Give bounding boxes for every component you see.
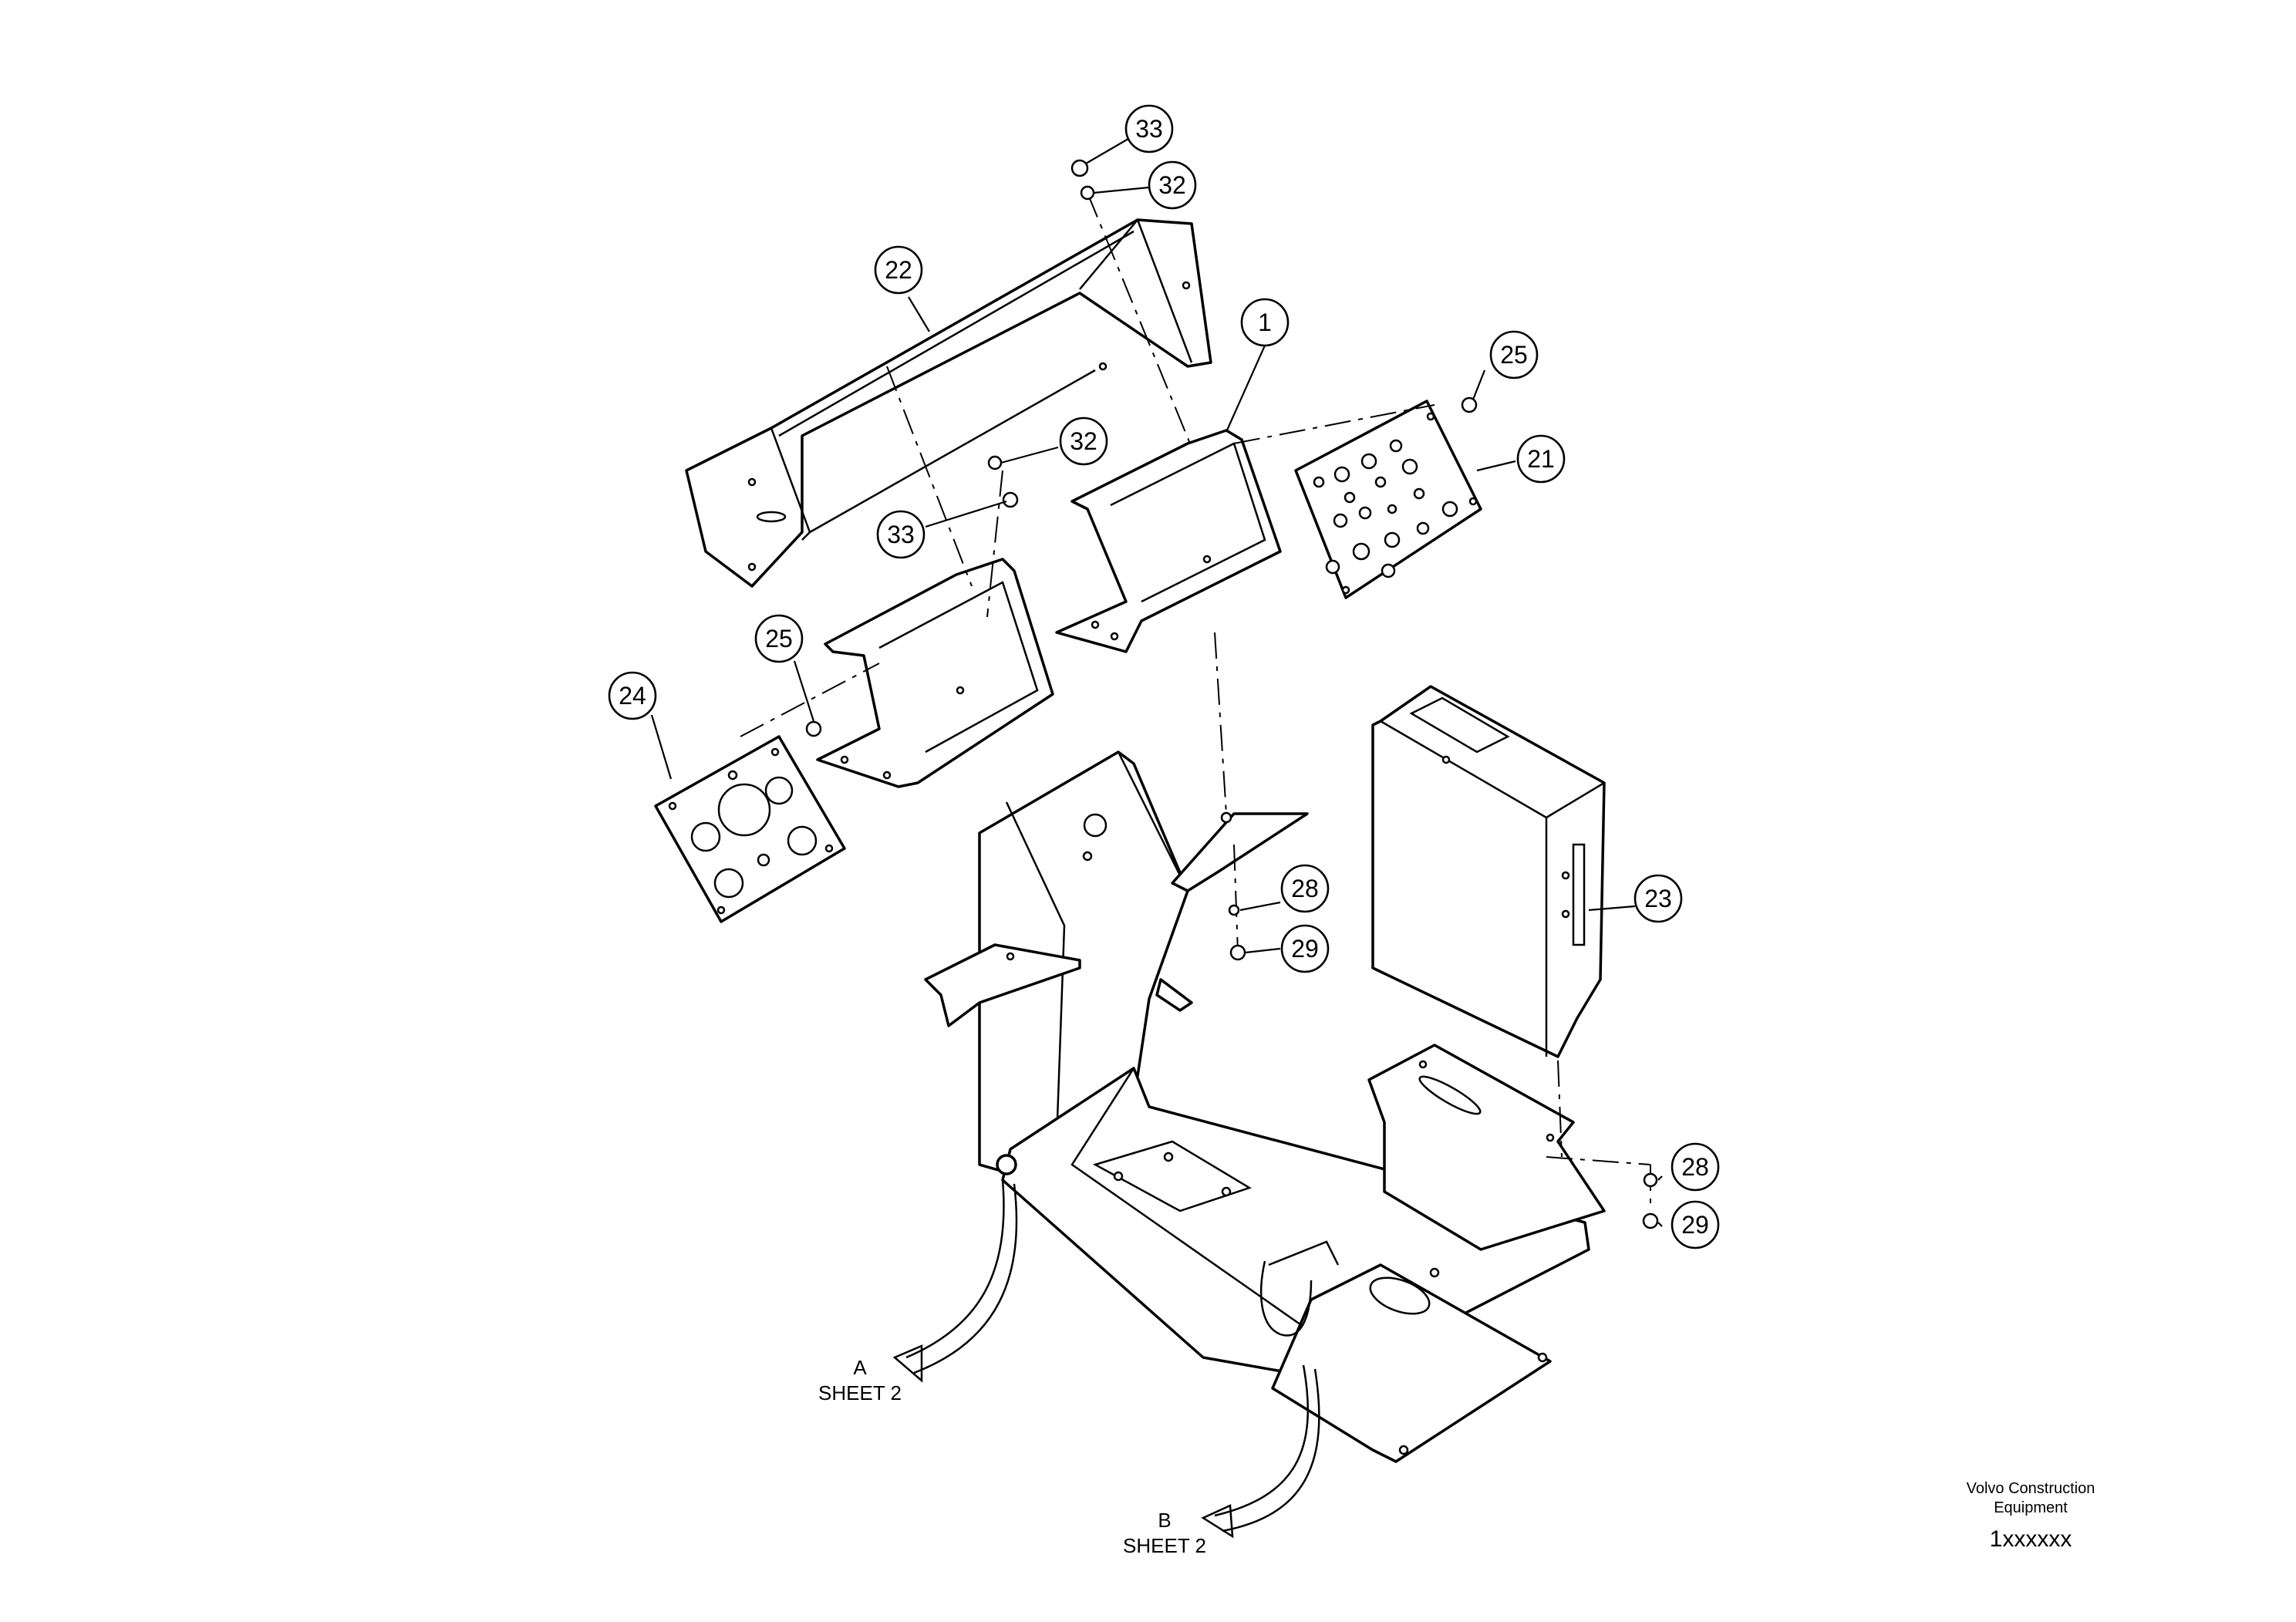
balloon-23: 23	[1633, 874, 1683, 923]
sheet-ref-b-letter: B	[1158, 1509, 1171, 1532]
nut-25-left	[805, 720, 822, 737]
balloon-25-right: 25	[1489, 330, 1539, 379]
svg-text:24: 24	[619, 682, 646, 710]
left-bracket	[816, 558, 1054, 788]
balloon-33-mid: 33	[876, 510, 925, 559]
title-block: Volvo Construction Equipment 1xxxxxx	[1967, 1480, 2095, 1552]
base-frame	[924, 750, 1606, 1463]
balloon-29-right: 29	[1671, 1200, 1720, 1249]
nut-25-right	[1461, 396, 1478, 413]
slot-hole	[756, 511, 787, 523]
part-24-left-panel	[654, 735, 846, 923]
company-name-line1: Volvo Construction	[1967, 1480, 2095, 1497]
balloon-25-left: 25	[754, 614, 804, 663]
screw-29-mid	[1229, 944, 1246, 961]
svg-text:29: 29	[1291, 935, 1319, 963]
screw-33-top	[1070, 159, 1089, 177]
balloon-28-mid: 28	[1280, 864, 1330, 913]
svg-text:1: 1	[1258, 309, 1272, 336]
sheet-ref-b-text: SHEET 2	[1123, 1534, 1206, 1557]
svg-text:28: 28	[1681, 1153, 1709, 1181]
part-21-right-panel	[1294, 400, 1482, 599]
balloon-21: 21	[1516, 434, 1566, 484]
balloon-29-mid: 29	[1280, 924, 1330, 973]
svg-text:25: 25	[1500, 341, 1528, 369]
part-1-right-bracket	[1055, 429, 1282, 653]
sheet-ref-a-letter: A	[853, 1356, 867, 1379]
part-22-upper-housing	[685, 218, 1212, 588]
svg-text:32: 32	[1070, 427, 1097, 455]
balloon-22: 22	[874, 245, 923, 295]
svg-text:21: 21	[1527, 445, 1555, 473]
washer-32-top	[1080, 185, 1095, 201]
svg-text:28: 28	[1291, 875, 1319, 902]
sheet-ref-arrow-b	[1201, 1364, 1320, 1539]
part-23-cabinet	[1371, 685, 1606, 1058]
svg-text:33: 33	[1135, 115, 1163, 143]
svg-text:32: 32	[1158, 171, 1186, 199]
company-name-line2: Equipment	[1994, 1499, 2068, 1516]
washer-28-right	[1643, 1172, 1658, 1188]
washer-28-mid	[1228, 904, 1240, 916]
svg-text:29: 29	[1681, 1211, 1709, 1239]
sheet-ref-a-text: SHEET 2	[818, 1381, 902, 1404]
balloon-28-right: 28	[1671, 1142, 1720, 1192]
sheet-ref-arrow-a	[892, 1179, 1018, 1383]
balloon-1: 1	[1240, 298, 1290, 347]
svg-text:23: 23	[1644, 885, 1672, 912]
balloon-33-top: 33	[1124, 104, 1174, 153]
panel-24-gauge-holes	[668, 747, 834, 915]
washer-32-mid	[987, 455, 1003, 470]
panel-21-holes	[1313, 412, 1478, 595]
balloon-24: 24	[608, 671, 657, 720]
svg-text:25: 25	[765, 625, 793, 653]
leader-lines	[650, 138, 1663, 1227]
screw-33-mid	[1002, 491, 1019, 508]
balloon-32-mid: 32	[1059, 416, 1108, 466]
svg-text:33: 33	[887, 521, 915, 548]
screw-29-right	[1642, 1212, 1659, 1229]
svg-text:22: 22	[885, 256, 912, 284]
balloon-32-top: 32	[1148, 160, 1197, 210]
part-number: 1xxxxxx	[1990, 1526, 2072, 1552]
